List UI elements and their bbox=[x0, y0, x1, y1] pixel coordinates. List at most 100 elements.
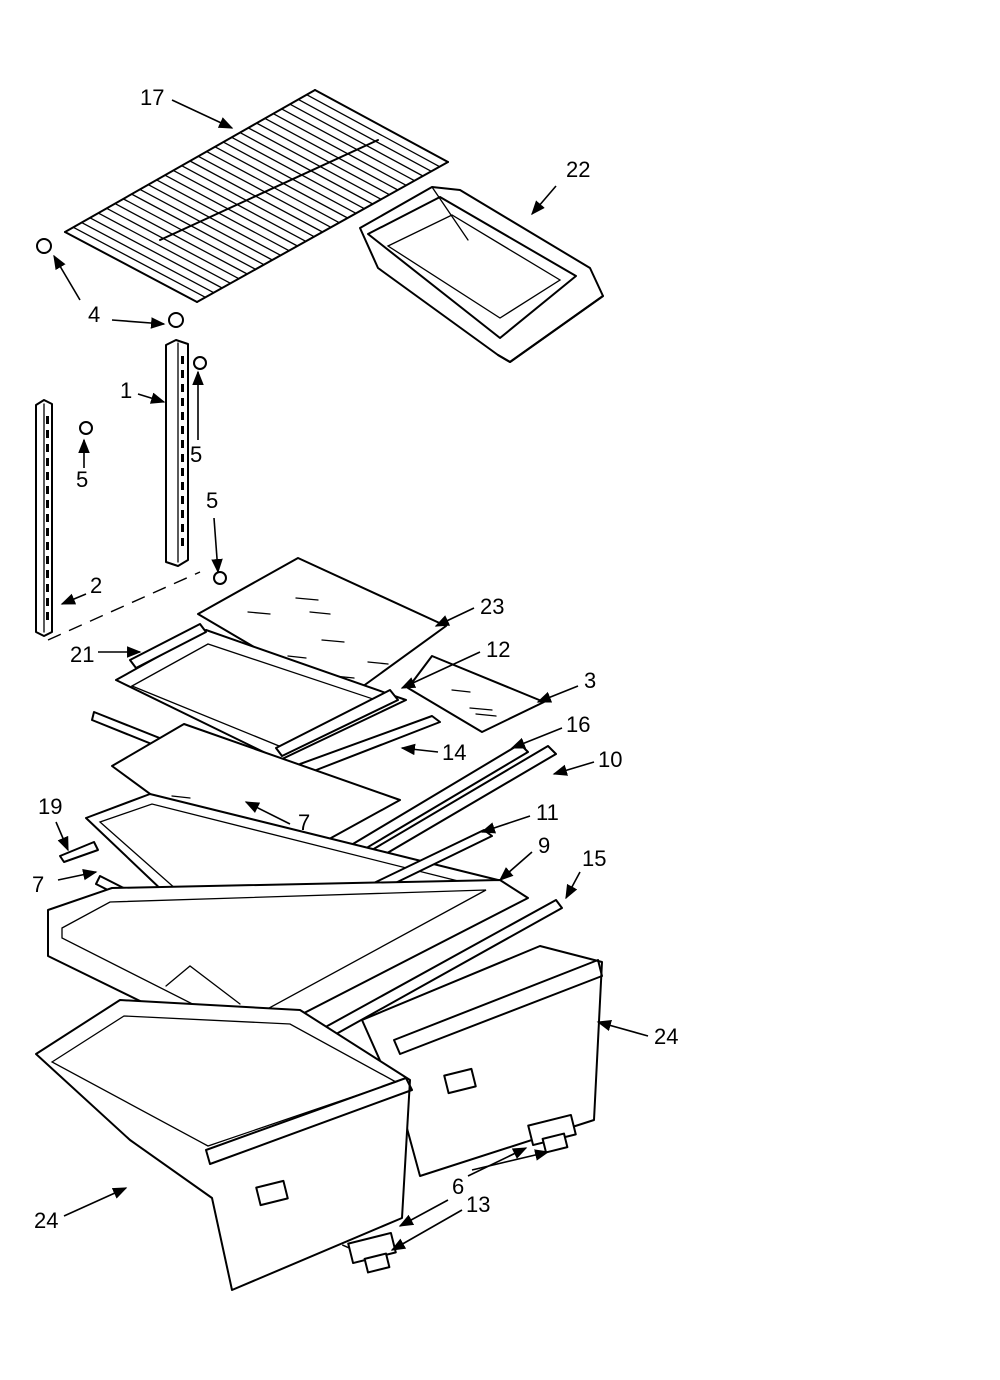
wire-rung bbox=[231, 136, 365, 210]
alignment-line bbox=[47, 571, 201, 641]
rail-slot bbox=[181, 524, 184, 532]
leader-arrow bbox=[552, 761, 595, 776]
callout-16: 16 bbox=[566, 712, 590, 737]
leader-arrow bbox=[63, 1187, 128, 1217]
callout-24: 24 bbox=[34, 1208, 58, 1233]
rail-slot bbox=[46, 458, 49, 466]
rail-slot bbox=[181, 384, 184, 392]
wire-rung bbox=[106, 207, 240, 280]
wire-rung bbox=[164, 174, 299, 247]
leader-arrow bbox=[498, 851, 533, 881]
wire-rung bbox=[114, 202, 248, 275]
rail-slot bbox=[181, 454, 184, 462]
rail-slot bbox=[181, 356, 184, 364]
callout-labels: 17 22 4 1 5 5 5 2 23 21 12 3 16 14 10 7 … bbox=[32, 85, 678, 1233]
wire-rung bbox=[181, 165, 315, 238]
callout-14: 14 bbox=[442, 740, 466, 765]
rail-slot bbox=[46, 556, 49, 564]
leader-arrow bbox=[467, 1147, 528, 1177]
rail-slot bbox=[181, 370, 184, 378]
leader-arrow bbox=[434, 607, 475, 627]
wire-rung bbox=[131, 193, 265, 266]
leader-arrow bbox=[400, 651, 481, 689]
callout-21: 21 bbox=[70, 642, 94, 667]
callout-6: 6 bbox=[452, 1174, 464, 1199]
wire-rung bbox=[72, 226, 207, 298]
leader-arrow bbox=[565, 871, 581, 900]
callout-22: 22 bbox=[566, 157, 590, 182]
rail-slot bbox=[46, 542, 49, 550]
rail-slot bbox=[46, 416, 49, 424]
wire-rung bbox=[206, 150, 340, 224]
vertical-rail-left bbox=[35, 399, 53, 637]
callout-7: 7 bbox=[298, 810, 310, 835]
leader-arrow bbox=[471, 1149, 550, 1171]
callout-10: 10 bbox=[598, 747, 622, 772]
leader-arrow bbox=[55, 821, 69, 852]
callout-24: 24 bbox=[654, 1024, 678, 1049]
leader-arrow bbox=[57, 869, 98, 881]
shelf-frame-upper bbox=[115, 623, 407, 761]
wire-rung bbox=[97, 212, 232, 284]
callout-17: 17 bbox=[140, 85, 164, 110]
callout-5: 5 bbox=[76, 467, 88, 492]
rail-slot bbox=[181, 440, 184, 448]
wire-rung bbox=[214, 146, 349, 219]
wire-rung bbox=[289, 103, 424, 177]
wire-rung bbox=[197, 155, 332, 228]
rail-slot bbox=[46, 584, 49, 592]
callout-19: 19 bbox=[38, 794, 62, 819]
rail-slot bbox=[181, 538, 184, 546]
callout-7: 7 bbox=[32, 872, 44, 897]
wire-rung bbox=[306, 94, 441, 168]
rail-slot bbox=[46, 472, 49, 480]
leader-arrow bbox=[531, 185, 557, 216]
wire-rung bbox=[122, 198, 257, 270]
rail-slot bbox=[46, 500, 49, 508]
callout-leaders bbox=[53, 99, 649, 1251]
rail-slot bbox=[46, 430, 49, 438]
leader-arrow bbox=[171, 99, 234, 129]
callout-5: 5 bbox=[206, 488, 218, 513]
wire-rung bbox=[297, 98, 432, 172]
leader-arrow bbox=[398, 1199, 449, 1227]
leader-arrow bbox=[137, 392, 166, 404]
wire-shelf bbox=[64, 89, 449, 303]
leader-arrow bbox=[211, 517, 223, 574]
callout-15: 15 bbox=[582, 846, 606, 871]
callout-13: 13 bbox=[466, 1192, 490, 1217]
wire-rung bbox=[264, 117, 399, 191]
rail-slot bbox=[46, 598, 49, 606]
leader-arrow bbox=[111, 317, 166, 329]
rail-slot bbox=[46, 486, 49, 494]
drawer-stop bbox=[347, 1113, 577, 1274]
wire-rung bbox=[281, 108, 416, 182]
callout-1: 1 bbox=[120, 378, 132, 403]
wire-rung bbox=[189, 160, 324, 233]
leader-arrow bbox=[60, 593, 87, 605]
callout-12: 12 bbox=[486, 637, 510, 662]
storage-bin bbox=[359, 186, 604, 363]
leader-arrow bbox=[480, 815, 531, 834]
leader-arrow bbox=[400, 743, 439, 756]
rail-slot bbox=[181, 482, 184, 490]
callout-5: 5 bbox=[190, 442, 202, 467]
rail-slot bbox=[46, 444, 49, 452]
shelf-support-stud bbox=[36, 238, 184, 328]
rail-slot bbox=[181, 468, 184, 476]
leader-arrow bbox=[596, 1019, 649, 1037]
rail-slot bbox=[46, 612, 49, 620]
callout-9: 9 bbox=[538, 833, 550, 858]
leader-arrow bbox=[536, 685, 579, 703]
leader-arrow bbox=[53, 254, 81, 301]
rail-slot bbox=[181, 510, 184, 518]
wire-rung bbox=[89, 217, 223, 289]
rail-slot bbox=[181, 412, 184, 420]
rail-slot bbox=[181, 398, 184, 406]
wire-rung bbox=[247, 127, 382, 200]
wire-rung bbox=[256, 122, 391, 196]
wire-rung bbox=[272, 113, 407, 186]
screw bbox=[79, 356, 227, 585]
leader-arrow bbox=[244, 801, 291, 825]
callout-4: 4 bbox=[88, 302, 100, 327]
